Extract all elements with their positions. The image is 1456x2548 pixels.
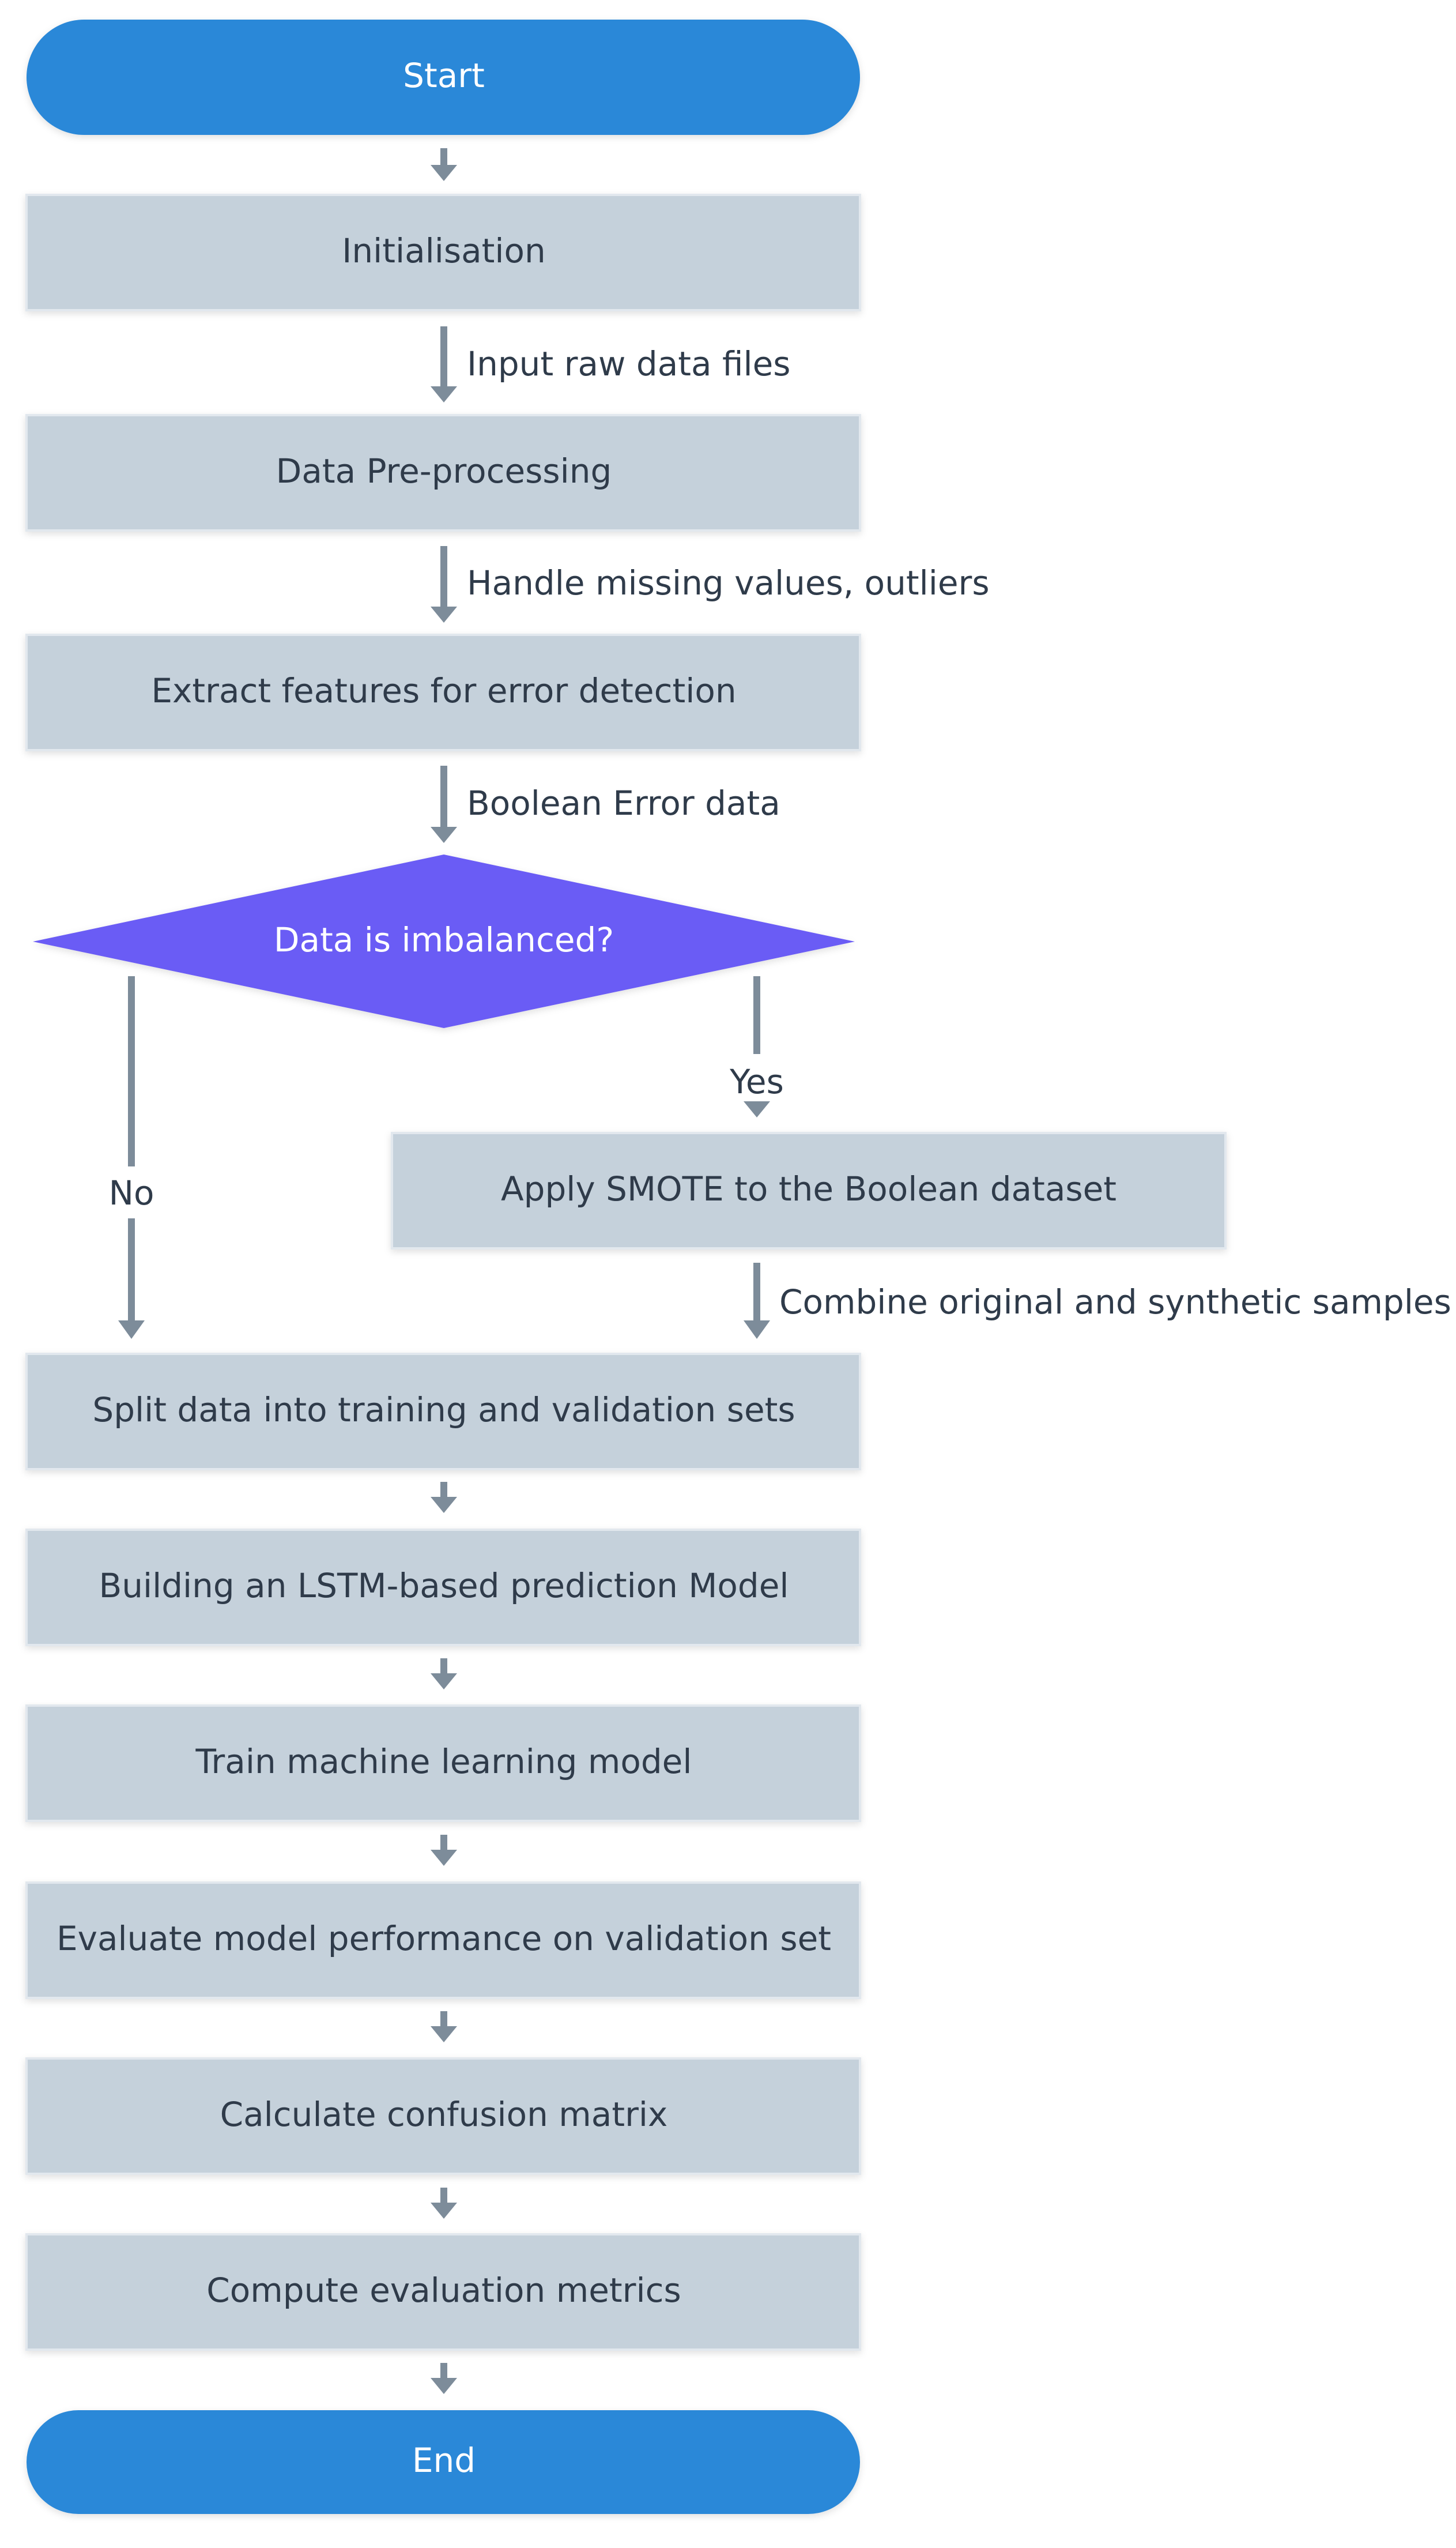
extract-features-label: Extract features for error detection [151, 671, 736, 710]
arrow-evaluate-confusion [431, 2011, 457, 2042]
edge-label-no: No [109, 1173, 154, 1213]
arrow-decision-smote [744, 976, 770, 1117]
edge-label-boolean-error: Boolean Error data [467, 784, 780, 823]
start-label: Start [403, 56, 485, 95]
confusion-matrix-label: Calculate confusion matrix [220, 2095, 668, 2134]
extract-features-node: Extract features for error detection [25, 634, 861, 751]
end-label: End [412, 2441, 476, 2480]
train-model-node: Train machine learning model [25, 1704, 861, 1822]
split-data-label: Split data into training and validation … [92, 1390, 795, 1429]
evaluate-label: Evaluate model performance on validation… [56, 1919, 831, 1958]
initialisation-node: Initialisation [25, 194, 861, 311]
initialisation-label: Initialisation [342, 231, 545, 270]
edge-label-yes: Yes [729, 1062, 784, 1101]
evaluate-node: Evaluate model performance on validation… [25, 1881, 861, 1999]
end-node: End [27, 2410, 860, 2514]
arrow-train-evaluate [431, 1835, 457, 1866]
build-model-label: Building an LSTM-based prediction Model [99, 1566, 789, 1605]
edge-label-handle-missing: Handle missing values, outliers [467, 563, 990, 603]
start-node: Start [27, 20, 860, 135]
arrow-preprocess-extract [431, 546, 457, 623]
build-model-node: Building an LSTM-based prediction Model [25, 1529, 861, 1646]
metrics-node: Compute evaluation metrics [25, 2233, 861, 2351]
arrow-decision-split [118, 976, 145, 1339]
split-data-node: Split data into training and validation … [25, 1353, 861, 1470]
arrow-build-train [431, 1658, 457, 1689]
arrow-start-init [431, 148, 457, 181]
edge-label-input-raw: Input raw data files [467, 344, 791, 383]
decision-node: Data is imbalanced? [33, 855, 855, 1028]
preprocessing-label: Data Pre-processing [276, 451, 612, 491]
decision-label: Data is imbalanced? [274, 920, 614, 959]
preprocessing-node: Data Pre-processing [25, 414, 861, 532]
smote-node: Apply SMOTE to the Boolean dataset [391, 1132, 1227, 1249]
confusion-matrix-node: Calculate confusion matrix [25, 2057, 861, 2175]
metrics-label: Compute evaluation metrics [206, 2271, 681, 2310]
smote-label: Apply SMOTE to the Boolean dataset [501, 1169, 1116, 1209]
arrow-extract-decision [431, 766, 457, 843]
edge-label-combine: Combine original and synthetic samples [779, 1282, 1451, 1322]
arrow-confusion-metrics [431, 2188, 457, 2219]
train-model-label: Train machine learning model [195, 1742, 692, 1781]
arrow-metrics-end [431, 2363, 457, 2394]
arrow-init-preprocess [431, 326, 457, 402]
arrow-smote-split [744, 1263, 770, 1339]
arrow-split-build [431, 1482, 457, 1513]
